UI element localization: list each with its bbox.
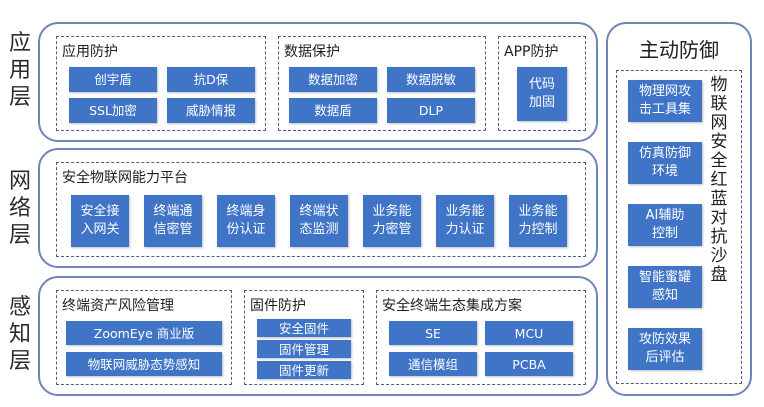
box-business-key: 业务能力密管	[363, 195, 421, 247]
app-protection-title: 应用防护	[62, 44, 118, 60]
network-platform-title: 安全物联网能力平台	[62, 170, 188, 186]
layer-label-perception: 感知层	[8, 295, 31, 374]
box-anti-ddos: 抗D保	[167, 67, 255, 92]
app-guard-group: APP防护 代码加固	[498, 36, 586, 131]
box-threat-intel: 威胁情报	[167, 98, 255, 123]
box-data-shield: 数据盾	[289, 98, 377, 123]
box-terminal-identity: 终端身份认证	[217, 195, 275, 247]
firmware-group: 固件防护 安全固件 固件管理 固件更新	[244, 290, 364, 385]
sandbox-vertical-label: 物联网安全红蓝对抗沙盘	[710, 75, 728, 285]
layer-label-application: 应用层	[8, 31, 31, 110]
box-ssl-encryption: SSL加密	[69, 98, 157, 123]
ecosystem-group: 安全终端生态集成方案 SE MCU 通信模组 PCBA	[376, 290, 586, 385]
box-ai-assisted-control: AI辅助控制	[628, 204, 702, 246]
ecosystem-title: 安全终端生态集成方案	[382, 298, 522, 314]
sandbox-group	[616, 70, 742, 384]
box-dlp: DLP	[387, 98, 475, 123]
box-se: SE	[389, 321, 477, 345]
active-defense-title: 主动防御	[639, 38, 719, 62]
box-smart-honeypot: 智能蜜罐感知	[628, 266, 702, 308]
box-mcu: MCU	[485, 321, 573, 345]
box-iot-threat-awareness: 物联网威胁态势感知	[66, 352, 222, 376]
box-simulated-defense: 仿真防御环境	[628, 142, 702, 184]
box-zoomeye: ZoomEye 商业版	[66, 321, 222, 345]
box-code-hardening: 代码加固	[517, 67, 567, 121]
data-protection-title: 数据保护	[284, 44, 340, 60]
box-data-masking: 数据脱敏	[387, 67, 475, 92]
box-physical-attack-tools: 物理网攻击工具集	[628, 80, 702, 122]
box-firmware-management: 固件管理	[257, 340, 351, 358]
firmware-title: 固件防护	[250, 298, 306, 314]
box-data-encryption: 数据加密	[289, 67, 377, 92]
layer-label-network: 网络层	[8, 169, 31, 248]
active-defense-panel: 主动防御 物理网攻击工具集 仿真防御环境 AI辅助控制 智能蜜罐感知 攻防效果后…	[606, 22, 752, 396]
box-firmware-update: 固件更新	[257, 361, 351, 379]
network-layer-panel: 安全物联网能力平台 安全接入网关 终端通信密管 终端身份认证 终端状态监测 业务…	[38, 148, 598, 268]
box-comm-module: 通信模组	[389, 352, 477, 376]
application-layer-panel: 应用防护 创宇盾 抗D保 SSL加密 威胁情报 数据保护 数据加密 数据脱敏 数…	[38, 22, 598, 142]
box-business-auth: 业务能力认证	[436, 195, 494, 247]
app-guard-title: APP防护	[504, 44, 559, 60]
box-terminal-comm-key: 终端通信密管	[144, 195, 202, 247]
box-secure-firmware: 安全固件	[257, 319, 351, 337]
terminal-risk-group: 终端资产风险管理 ZoomEye 商业版 物联网威胁态势感知	[56, 290, 232, 385]
box-business-control: 业务能力控制	[509, 195, 567, 247]
data-protection-group: 数据保护 数据加密 数据脱敏 数据盾 DLP	[278, 36, 486, 131]
box-pcba: PCBA	[485, 352, 573, 376]
box-terminal-status: 终端状态监测	[290, 195, 348, 247]
box-secure-gateway: 安全接入网关	[71, 195, 129, 247]
network-platform-group: 安全物联网能力平台 安全接入网关 终端通信密管 终端身份认证 终端状态监测 业务…	[56, 162, 586, 257]
terminal-risk-title: 终端资产风险管理	[62, 298, 174, 314]
box-effect-evaluation: 攻防效果后评估	[628, 328, 702, 370]
box-chuangyu-shield: 创宇盾	[69, 67, 157, 92]
perception-layer-panel: 终端资产风险管理 ZoomEye 商业版 物联网威胁态势感知 固件防护 安全固件…	[38, 276, 598, 396]
app-protection-group: 应用防护 创宇盾 抗D保 SSL加密 威胁情报	[56, 36, 266, 131]
